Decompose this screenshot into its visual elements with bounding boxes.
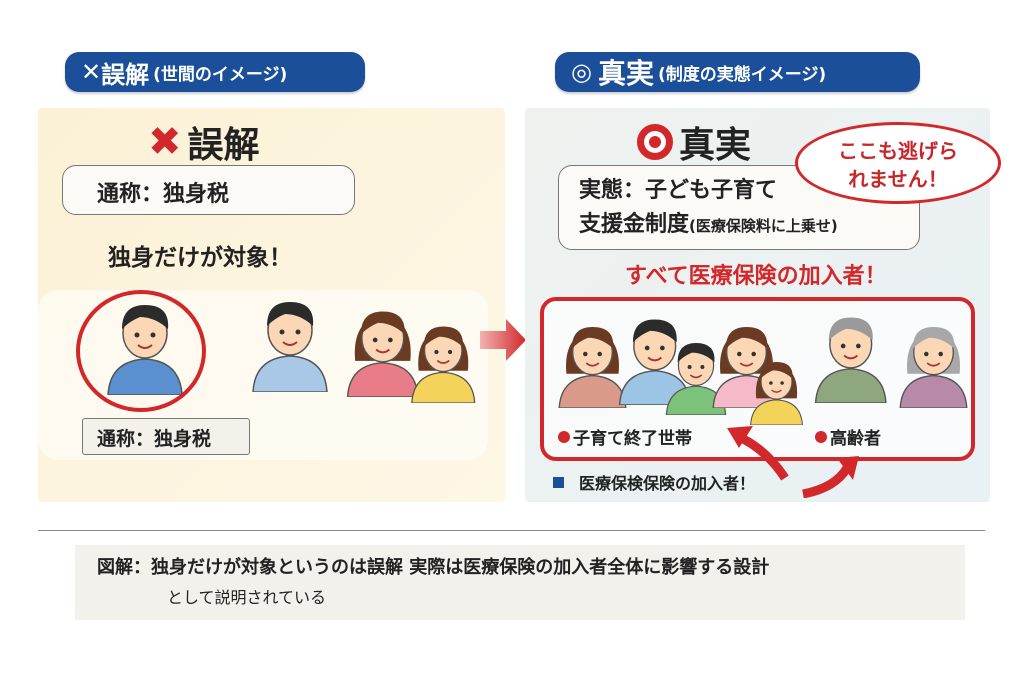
person-icon <box>405 318 482 407</box>
right-arrow-icon <box>480 319 526 361</box>
fact-line-2: 支援金制度 <box>579 212 690 237</box>
fact-line-1: 実態：子ども子育て <box>579 178 778 203</box>
double-circle-icon: ◎ <box>571 58 592 86</box>
header-sub: (世間のイメージ) <box>153 64 288 85</box>
bubble-line-1: ここも逃げら <box>838 139 958 163</box>
person-icon <box>893 318 974 412</box>
person-icon <box>706 318 787 412</box>
group-label-elderly: 高齢者 <box>815 424 881 449</box>
header-label: 誤解 <box>101 60 150 89</box>
target-icon <box>637 124 673 160</box>
truth-header: ◎真実(制度の実態イメージ) <box>555 52 920 92</box>
fact-note: (医療保険料に上乗せ) <box>689 217 838 235</box>
header-label: 真実 <box>597 57 654 90</box>
person-icon <box>245 292 335 396</box>
person-icon <box>660 335 732 419</box>
title-text: 真実 <box>679 125 752 166</box>
alias-label: 通称：独身税 <box>82 418 250 455</box>
divider <box>38 530 985 531</box>
group-text: 子育て終了世帯 <box>573 429 692 449</box>
person-icon <box>340 302 426 401</box>
bullet-icon <box>558 430 570 443</box>
person-icon <box>808 308 894 407</box>
title-text: 誤解 <box>187 125 260 166</box>
bullet-icon <box>815 430 827 443</box>
bubble-line-2: れません！ <box>848 167 948 191</box>
warning-bubble: ここも逃げら れません！ <box>795 122 1001 204</box>
square-icon <box>553 476 564 488</box>
misconception-panel: ✖誤解 通称：独身税 独身だけが対象！ 通称：独身税 <box>38 108 505 502</box>
misconception-header: ✕誤解(世間のイメージ) <box>65 52 365 92</box>
misconception-title: ✖誤解 <box>148 116 260 168</box>
person-icon <box>745 355 808 429</box>
alias-box: 通称：独身税 <box>62 165 355 215</box>
group-label-child-finished: 子育て終了世帯 <box>558 424 692 449</box>
alias-text: 通称：独身税 <box>97 182 230 207</box>
caption-line-2: として説明されている <box>167 588 327 607</box>
alias-label-text: 通称：独身税 <box>97 428 212 450</box>
footer-text: 医療保検保険の加入者！ <box>579 474 756 493</box>
truth-title: 真実 <box>637 116 751 168</box>
group-text: 高齢者 <box>830 429 881 449</box>
caption-box: 図解：独身だけが対象というのは誤解 実際は医療保険の加入者全体に影響する設計 と… <box>75 545 965 620</box>
x-icon: ✕ <box>81 58 102 86</box>
all-members-text: すべて医療保険の加入者！ <box>625 264 887 289</box>
person-icon <box>552 318 633 412</box>
header-sub: (制度の実態イメージ) <box>657 64 827 85</box>
truth-panel: 真実 実態：子ども子育て 支援金制度(医療保険料に上乗せ) ここも逃げら れませ… <box>525 108 1001 502</box>
highlight-circle <box>76 290 206 412</box>
footer-label: 医療保検保険の加入者！ <box>553 470 755 494</box>
red-x-icon: ✖ <box>148 119 182 165</box>
caption-line-1: 図解：独身だけが対象というのは誤解 実際は医療保険の加入者全体に影響する設計 <box>97 557 770 578</box>
claim-text: 独身だけが対象！ <box>108 245 292 271</box>
curved-arrows-icon <box>727 426 859 498</box>
